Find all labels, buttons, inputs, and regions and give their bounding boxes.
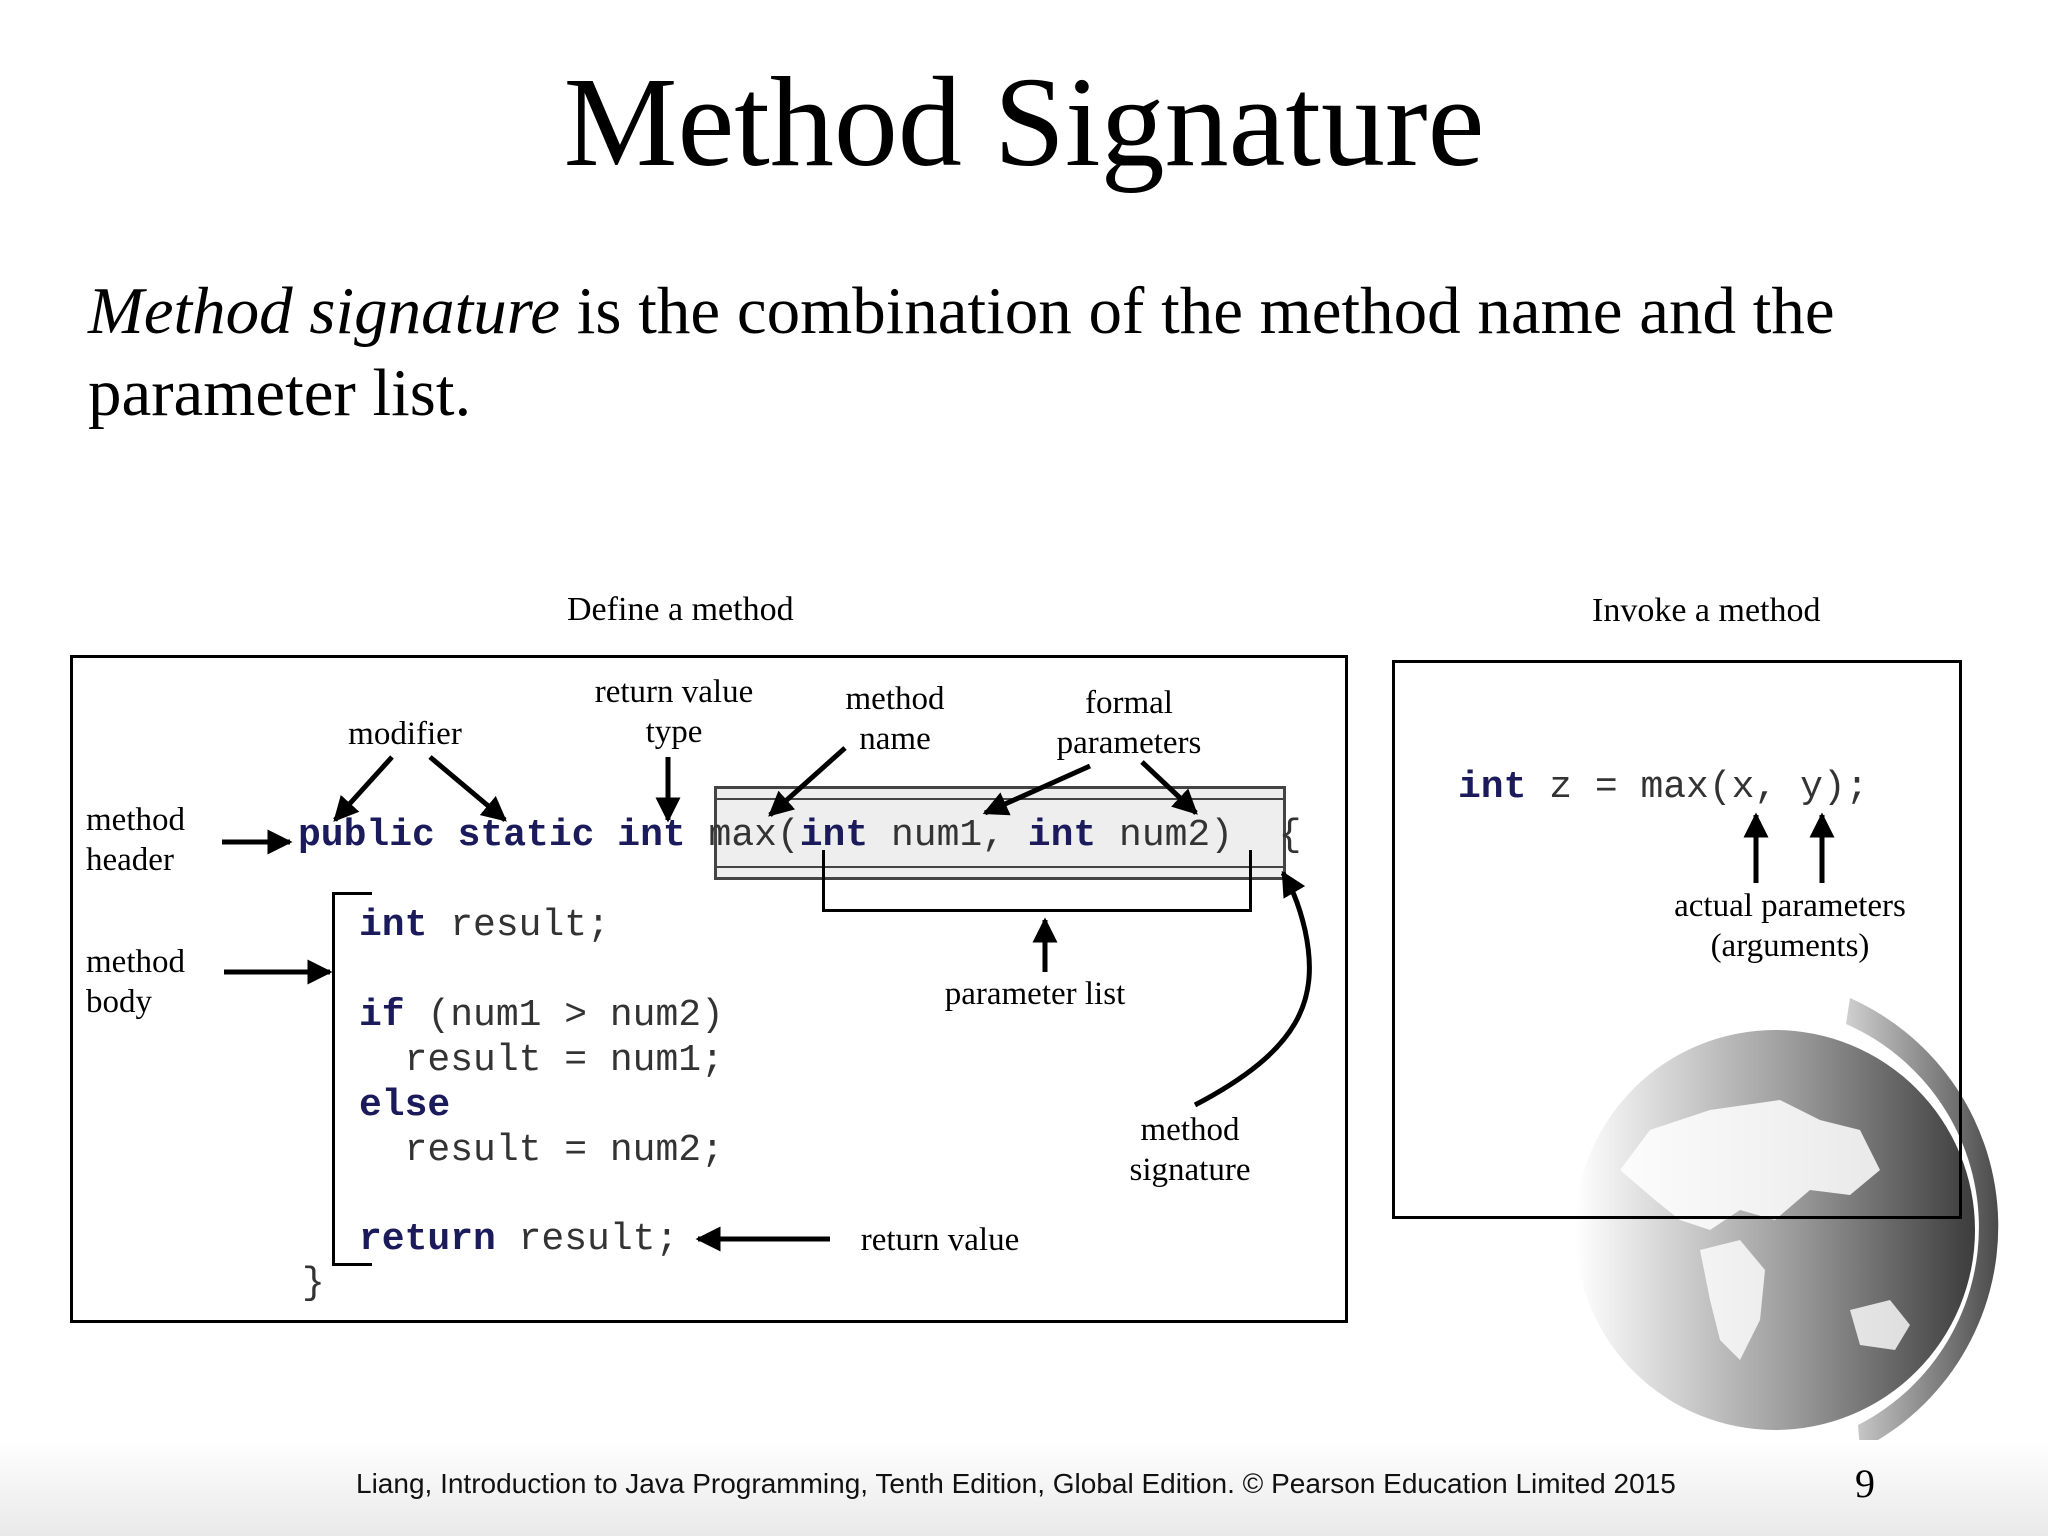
method-body-bracket	[332, 892, 372, 1266]
code-brace-close: }	[302, 1262, 325, 1305]
label-modifier: modifier	[348, 716, 462, 752]
parameter-list-bracket	[822, 850, 1252, 912]
kw-int-return: int	[617, 814, 686, 857]
kw-int-result: int	[359, 904, 428, 947]
code-result-decl: result;	[427, 904, 610, 947]
label-parameter-list: parameter list	[944, 976, 1126, 1012]
page-number: 9	[1855, 1461, 1875, 1506]
invoke-box	[1392, 660, 1962, 1219]
label-formal-parameters: formal parameters	[1056, 685, 1202, 761]
code-invoke: int z = max(x, y);	[1458, 766, 1868, 810]
define-caption: Define a method	[567, 591, 794, 628]
code-line-if: if (num1 > num2)	[359, 994, 724, 1038]
kw-if: if	[359, 994, 405, 1037]
kw-else: else	[359, 1084, 451, 1127]
code-line-else: else	[359, 1084, 450, 1128]
code-method-header: public static int max(int num1, int num2…	[298, 814, 1301, 858]
kw-int-param2: int	[1027, 814, 1097, 857]
code-return-expr: result;	[495, 1218, 679, 1261]
intro-term: Method signature	[88, 274, 561, 348]
label-return-type: return value type	[594, 674, 754, 750]
invoke-caption: Invoke a method	[1592, 592, 1821, 629]
label-method-signature: method signature	[1129, 1112, 1251, 1188]
code-invoke-expr: z = max(x, y);	[1526, 766, 1869, 809]
footer-band	[0, 1440, 2048, 1536]
define-box	[70, 655, 1348, 1323]
kw-public: public	[298, 814, 435, 857]
code-line-r1: result = num1;	[359, 1039, 724, 1082]
kw-int-param1: int	[799, 814, 869, 857]
code-num1: num1,	[868, 814, 1028, 857]
label-method-body: method body	[86, 944, 185, 1020]
label-method-name: method name	[845, 681, 945, 757]
kw-static: static	[457, 814, 595, 857]
intro-text: Method signature is the combination of t…	[88, 270, 1968, 434]
code-line-r2: result = num2;	[359, 1129, 724, 1172]
slide-title: Method Signature	[563, 51, 1485, 193]
code-max: max(	[708, 814, 800, 857]
label-method-header: method header	[86, 802, 185, 878]
footer-citation: Liang, Introduction to Java Programming,…	[356, 1468, 1676, 1499]
kw-return: return	[359, 1218, 496, 1261]
code-num2: num2)	[1096, 814, 1234, 857]
code-brace-open: {	[1278, 814, 1302, 857]
code-line-result: int result;	[359, 904, 610, 948]
code-line-return: return result;	[359, 1218, 678, 1262]
code-if-cond: (num1 > num2)	[404, 994, 724, 1037]
intro-rest: is the combination of the method name an…	[88, 274, 1835, 430]
label-return-value: return value	[860, 1222, 1020, 1258]
label-actual-parameters: actual parameters (arguments)	[1674, 888, 1906, 964]
kw-int-invoke: int	[1458, 766, 1527, 809]
